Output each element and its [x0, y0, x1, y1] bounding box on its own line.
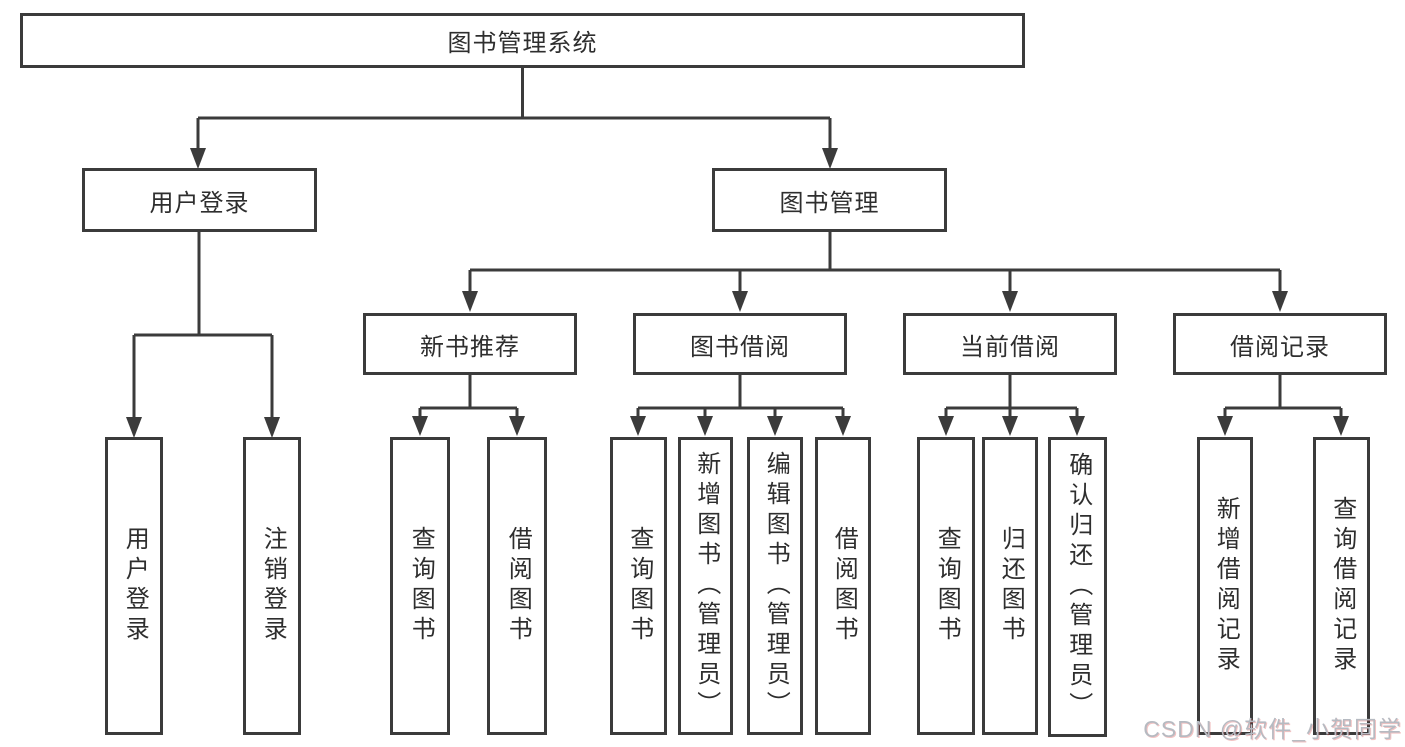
leaf-bb-edit-books-admin-label: 编辑图书（管理员） — [762, 451, 790, 721]
leaf-bb-borrow-books: 借阅图书 — [815, 437, 871, 735]
node-book-borrowing: 图书借阅 — [633, 313, 847, 375]
node-user-login: 用户登录 — [82, 168, 317, 232]
node-new-book-recommend: 新书推荐 — [363, 313, 577, 375]
node-borrowing-records: 借阅记录 — [1173, 313, 1387, 375]
node-new-book-recommend-label: 新书推荐 — [420, 333, 520, 361]
leaf-bb-query-books: 查询图书 — [610, 437, 667, 735]
leaf-cb-confirm-return-admin-label: 确认归还（管理员） — [1064, 452, 1092, 722]
arrowhead-bb-borrow — [835, 416, 851, 436]
connector-current-borrow-split — [944, 375, 1079, 419]
connector-new-book-split — [418, 375, 519, 419]
leaf-bb-add-books-admin-label: 新增图书（管理员） — [692, 451, 720, 721]
connector-book-mgmt-to-split — [468, 232, 1282, 294]
arrowhead-book-borrow — [732, 291, 748, 312]
leaf-user-login: 用户登录 — [105, 437, 163, 735]
arrowhead-book-mgmt — [822, 148, 838, 169]
arrowhead-current-borrow — [1002, 291, 1018, 312]
leaf-nb-borrow-books-label: 借阅图书 — [504, 526, 532, 646]
arrowhead-bb-query — [630, 416, 646, 436]
leaf-nb-borrow-books: 借阅图书 — [487, 437, 547, 735]
leaf-bb-add-books-admin: 新增图书（管理员） — [678, 437, 733, 735]
leaf-cb-query-books-label: 查询图书 — [933, 526, 961, 646]
node-user-login-label: 用户登录 — [149, 189, 250, 217]
arrowhead-leaf-login — [126, 417, 142, 438]
leaf-br-query-record-label: 查询借阅记录 — [1328, 496, 1356, 676]
node-book-management-label: 图书管理 — [779, 189, 880, 217]
connector-book-borrow-split — [636, 375, 845, 419]
arrowhead-user-login — [190, 148, 206, 169]
arrowhead-cb-confirm — [1069, 416, 1085, 436]
arrowhead-leaf-logout — [264, 417, 280, 438]
arrowhead-br-query — [1333, 416, 1349, 436]
leaf-cb-return-books-label: 归还图书 — [997, 526, 1025, 646]
leaf-nb-query-books-label: 查询图书 — [407, 526, 435, 646]
leaf-br-add-record: 新增借阅记录 — [1197, 437, 1253, 735]
csdn-watermark: CSDN @软件_小贺同学 — [1143, 716, 1402, 742]
leaf-bb-query-books-label: 查询图书 — [625, 526, 653, 646]
node-current-borrowing: 当前借阅 — [903, 313, 1117, 375]
arrowhead-nb-query — [412, 416, 428, 436]
leaf-cb-confirm-return-admin: 确认归还（管理员） — [1048, 437, 1107, 737]
leaf-br-add-record-label: 新增借阅记录 — [1212, 496, 1240, 676]
arrowhead-cb-query — [938, 416, 954, 436]
leaf-bb-borrow-books-label: 借阅图书 — [830, 526, 858, 646]
leaf-user-login-label: 用户登录 — [121, 526, 149, 646]
arrowhead-borrow-records — [1272, 291, 1288, 312]
leaf-nb-query-books: 查询图书 — [390, 437, 450, 735]
node-root-label: 图书管理系统 — [447, 30, 598, 57]
leaf-cb-query-books: 查询图书 — [917, 437, 975, 735]
connector-borrow-records-split — [1223, 375, 1343, 419]
arrowhead-bb-edit — [767, 416, 783, 436]
node-book-borrowing-label: 图书借阅 — [690, 333, 790, 361]
connector-root-to-split — [196, 68, 832, 151]
node-book-management: 图书管理 — [712, 168, 947, 232]
arrowhead-br-add — [1217, 416, 1233, 436]
node-root-library-system: 图书管理系统 — [20, 13, 1025, 68]
arrowhead-bb-add — [697, 416, 713, 436]
leaf-logout: 注销登录 — [243, 437, 301, 735]
arrowhead-new-book-rec — [462, 291, 478, 312]
node-current-borrowing-label: 当前借阅 — [960, 333, 1060, 361]
leaf-br-query-record: 查询借阅记录 — [1313, 437, 1370, 735]
arrowhead-nb-borrow — [509, 416, 525, 436]
connector-user-login-split — [132, 232, 274, 420]
leaf-cb-return-books: 归还图书 — [982, 437, 1038, 735]
leaf-logout-label: 注销登录 — [259, 526, 287, 646]
leaf-bb-edit-books-admin: 编辑图书（管理员） — [747, 437, 803, 735]
arrowhead-cb-return — [1002, 416, 1018, 436]
node-borrowing-records-label: 借阅记录 — [1230, 333, 1330, 361]
